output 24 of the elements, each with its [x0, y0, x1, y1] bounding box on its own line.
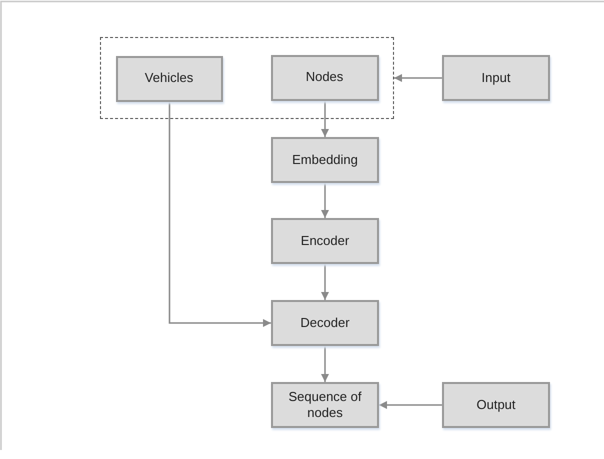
process-box: [442, 382, 550, 428]
arrow: [321, 346, 329, 382]
node-label: Embedding: [291, 152, 359, 168]
node-label: Sequence of nodes: [287, 388, 362, 422]
arrow: [168, 102, 271, 327]
arrow: [321, 183, 329, 218]
arrow: [394, 74, 442, 82]
process-box: [270, 54, 378, 100]
group-box: [100, 37, 394, 119]
node-label: Decoder: [299, 314, 351, 332]
arrow: [379, 401, 442, 409]
node-label: Output: [475, 396, 517, 414]
node-label: Vehicles: [144, 70, 194, 87]
process-box: [442, 55, 550, 101]
process-box: [116, 56, 222, 102]
process-box: [271, 382, 379, 428]
arrow: [321, 264, 329, 300]
node-label: Input: [480, 70, 512, 86]
process-box: [271, 300, 379, 346]
process-box: [271, 218, 379, 264]
arrow: [321, 101, 329, 137]
node-label: Encoder: [300, 232, 350, 250]
node-label: Nodes: [304, 69, 344, 86]
process-box: [271, 137, 379, 183]
